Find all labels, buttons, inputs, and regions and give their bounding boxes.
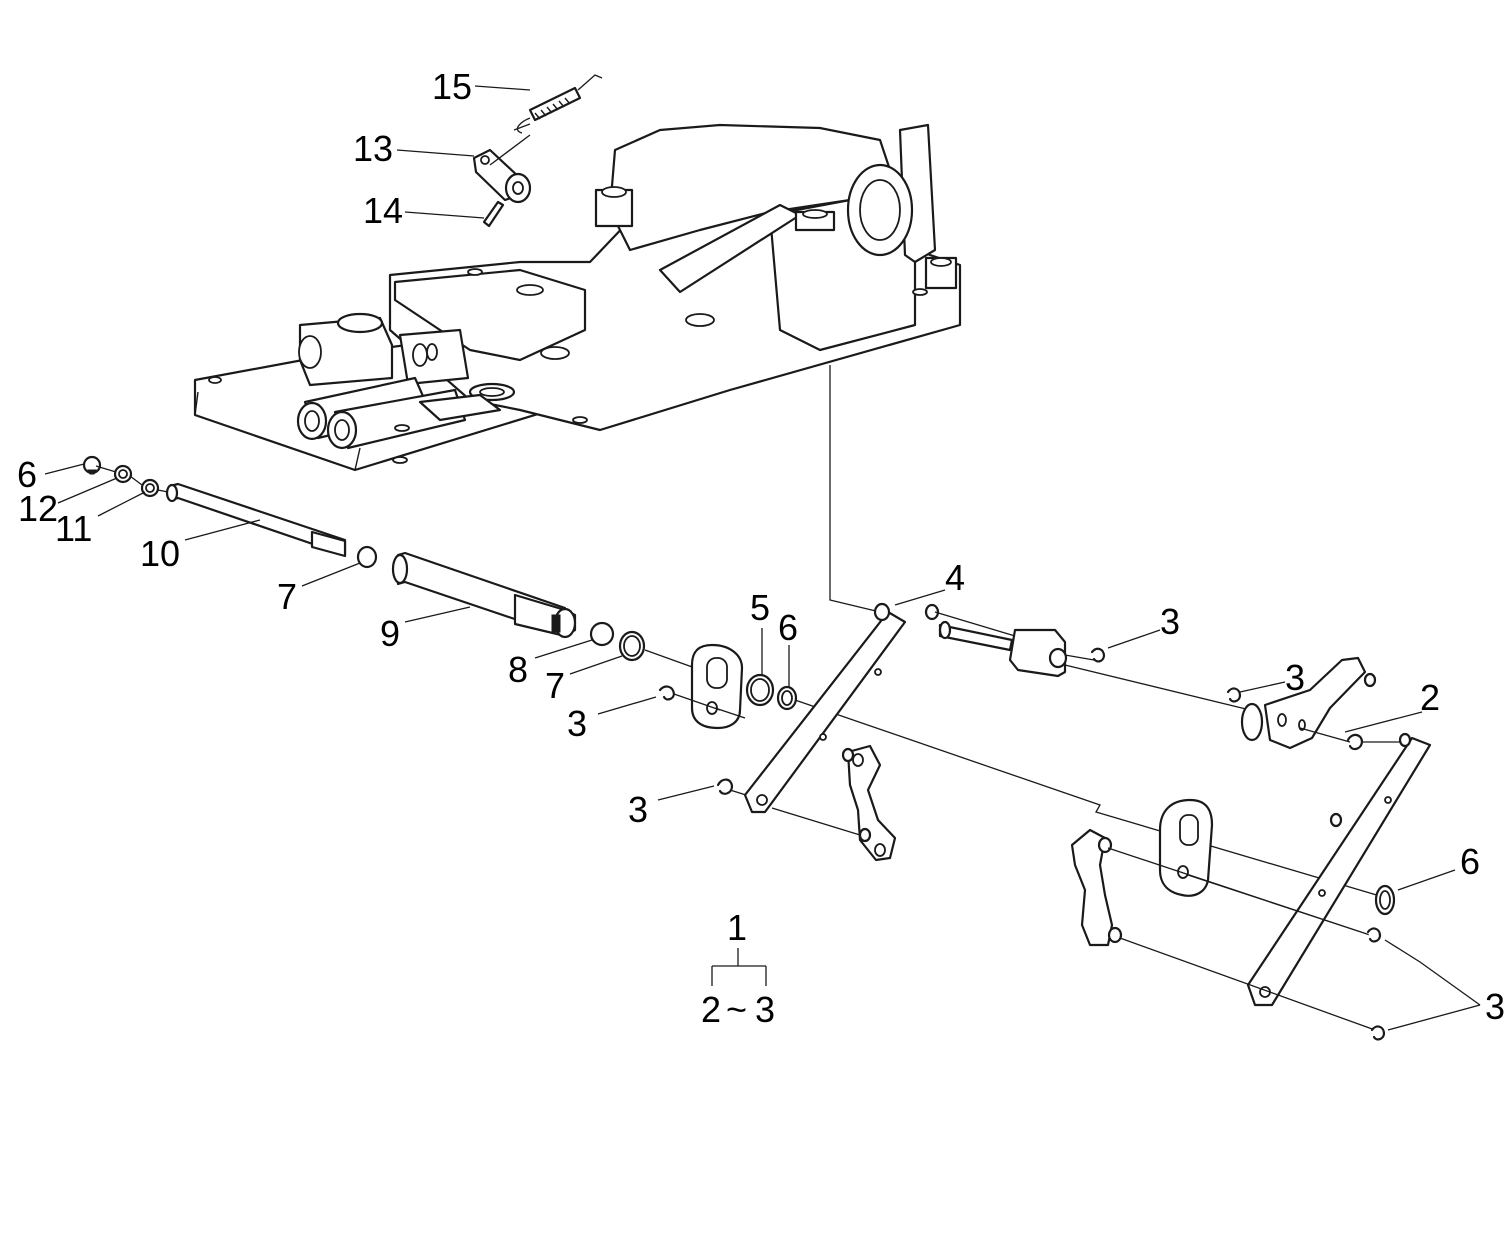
- callout-4: 4: [945, 557, 965, 598]
- callout-14: 14: [363, 190, 403, 231]
- callout-7-b: 7: [545, 665, 565, 706]
- callout-3-b: 3: [1160, 601, 1180, 642]
- roll-pin: [482, 200, 505, 228]
- callout-12: 12: [18, 488, 58, 529]
- callout-10: 10: [140, 533, 180, 574]
- cam-plate-left: [690, 643, 744, 730]
- callout-11: 11: [55, 508, 92, 549]
- eclip-2: [1346, 733, 1364, 751]
- callout-9: 9: [380, 613, 400, 654]
- callout-leaders: [44, 85, 1481, 1031]
- bushing-8: [589, 621, 615, 647]
- arm-right: [1070, 828, 1123, 947]
- callout-6: 6: [17, 454, 37, 495]
- cam-plate-right: [1158, 798, 1214, 897]
- eclip-3a: [658, 685, 676, 701]
- lever: [472, 134, 532, 204]
- callout-3: 3: [567, 703, 587, 744]
- link-4: [743, 602, 940, 814]
- callout-3-c: 3: [1285, 657, 1305, 698]
- eclip-3e-b: [1370, 1025, 1386, 1041]
- callout-3-d: 3: [628, 789, 648, 830]
- callout-3-e: 3: [1485, 986, 1505, 1027]
- eclip-3b: [1090, 647, 1106, 663]
- callout-5: 5: [750, 587, 770, 628]
- assembly-bracket: 1 2 ~ 3: [701, 907, 775, 1030]
- callout-2: 2: [1420, 677, 1440, 718]
- axis-line-mid: [644, 649, 696, 669]
- callout-6-b: 6: [778, 607, 798, 648]
- arm-left: [841, 744, 897, 862]
- callout-8: 8: [508, 649, 528, 690]
- shaft-10: [165, 482, 347, 558]
- axis-line-long: [794, 699, 1381, 897]
- callout-6-c: 6: [1460, 841, 1480, 882]
- assembly-range-from: 2: [701, 989, 721, 1030]
- sleeve-9: [391, 551, 577, 639]
- link-right: [1246, 732, 1432, 1007]
- spring: [513, 74, 603, 134]
- bellcrank-2: [1240, 656, 1377, 750]
- callout-13: 13: [353, 128, 393, 169]
- cotter-pin-left: [82, 455, 102, 475]
- assembly-range-separator: ~: [726, 989, 747, 1030]
- assembly-parent-number: 1: [727, 907, 747, 948]
- assembly-range-to: 3: [755, 989, 775, 1030]
- eclip-3c: [716, 778, 734, 795]
- eclip-3e-a: [1366, 927, 1382, 943]
- lift-housing: [193, 123, 962, 472]
- eclip-3d-top: [1226, 687, 1242, 703]
- bushing-7a: [356, 545, 378, 569]
- pin-shaft-right: [934, 611, 1068, 678]
- callout-15: 15: [432, 66, 472, 107]
- assembly-leader: [829, 365, 881, 613]
- callout-7: 7: [277, 576, 297, 617]
